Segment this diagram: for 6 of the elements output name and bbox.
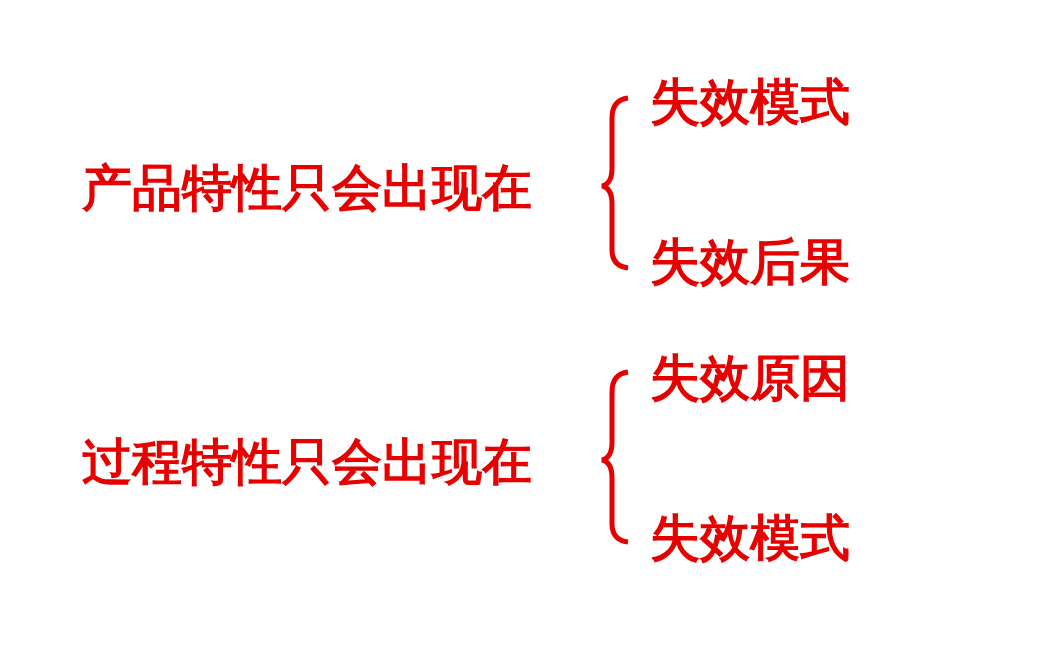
label-text: 失效模式 bbox=[650, 72, 850, 132]
label-text: 过程特性只会出现在 bbox=[82, 432, 532, 492]
label-text: 产品特性只会出现在 bbox=[82, 158, 532, 218]
label-text: 失效后果 bbox=[650, 232, 850, 292]
label-text: 失效原因 bbox=[650, 348, 850, 408]
label-text: 失效模式 bbox=[650, 508, 850, 568]
